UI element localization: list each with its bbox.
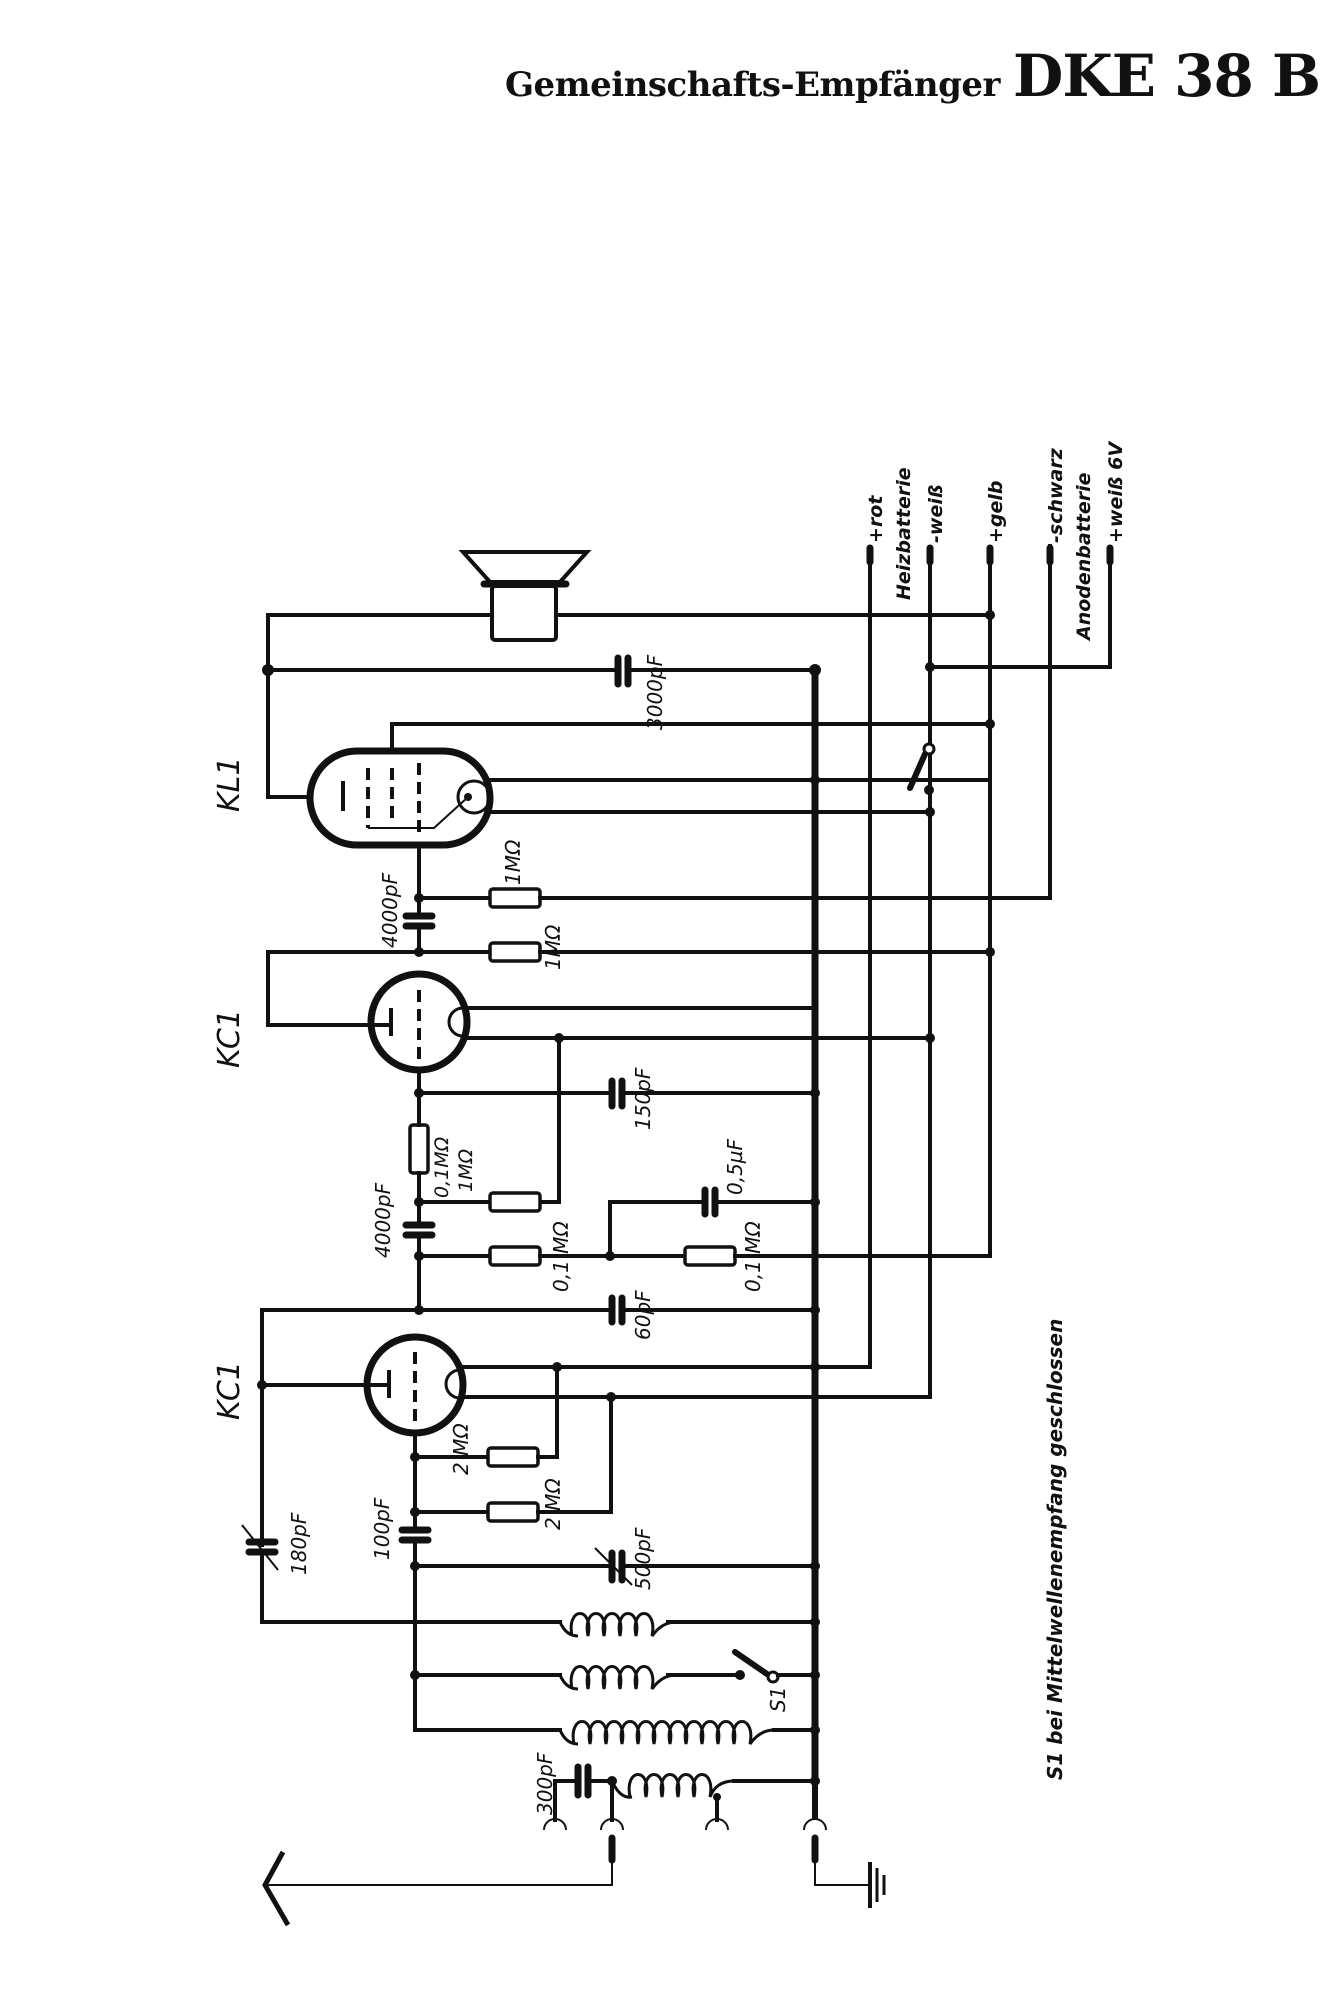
label-1mohm-b: 1MΩ <box>541 924 565 970</box>
tube-kl1 <box>306 747 494 849</box>
resistor-1mohm-kc1b <box>488 941 542 963</box>
title-subtitle: Gemeinschafts-Empfänger <box>505 65 1000 105</box>
label-500pf: 500pF <box>631 1527 655 1590</box>
label-0-5uf: 0,5µF <box>723 1138 747 1195</box>
document-title: Gemeinschafts-Empfänger DKE 38 B <box>505 42 1320 110</box>
label-0-1mohm-top: 0,1MΩ <box>431 1136 453 1198</box>
group-label-anodenbatterie: Anodenbatterie <box>1073 472 1095 642</box>
label-150pf: 150pF <box>631 1067 655 1130</box>
tube-label-kc1-b: KC1 <box>212 1009 247 1068</box>
resistor-1mohm-grid <box>488 1191 542 1213</box>
resistor-0-1mohm-a <box>488 1245 542 1267</box>
label-2mohm-b: 2 MΩ <box>541 1478 565 1530</box>
lead-label-rot: +rot <box>865 495 887 543</box>
wire <box>608 1200 707 1258</box>
footnote-s1: S1 bei Mittelwellenempfang geschlossen <box>1043 1319 1067 1780</box>
label-4000pf-b: 4000pF <box>371 1182 395 1258</box>
resistor-1mohm-kl1 <box>488 887 542 909</box>
switch-s1[interactable] <box>732 1649 780 1684</box>
label-3000pf: 3000pF <box>643 654 667 730</box>
lead-label-gelb: +gelb <box>985 480 1007 543</box>
label-300pf: 300pF <box>533 1752 557 1815</box>
ground-icon <box>811 1834 886 1908</box>
wire <box>538 1036 561 1204</box>
tube-kc1-stage2 <box>367 970 471 1074</box>
resistor-0-1mohm-b <box>683 1245 737 1267</box>
group-label-heizbatterie: Heizbatterie <box>893 467 915 600</box>
label-2mohm-a: 2 MΩ <box>449 1423 473 1475</box>
heater-switch[interactable] <box>907 742 936 795</box>
label-180pf: 180pF <box>287 1512 311 1575</box>
label-60pf: 60pF <box>631 1290 655 1340</box>
resistor-0-1mohm-plate <box>408 1123 430 1175</box>
loudspeaker-icon <box>458 550 592 642</box>
wire <box>536 1395 613 1514</box>
lead-label-schwarz: -schwarz <box>1045 447 1067 543</box>
lead-label-weiss-minus: -weiß <box>925 484 947 543</box>
wire <box>266 613 494 672</box>
socket-icons <box>543 1781 827 1831</box>
wire <box>260 1550 562 1624</box>
tube-label-kc1-a: KC1 <box>212 1361 247 1420</box>
label-1mohm-a: 1MΩ <box>501 839 525 885</box>
inductor-coil-1 <box>558 1612 677 1638</box>
inductor-antenna-coil <box>610 1773 735 1799</box>
antenna-icon <box>262 1834 616 1927</box>
wire <box>553 1779 580 1822</box>
resistor-2mohm-b <box>486 1501 540 1523</box>
label-s1: S1 <box>766 1687 790 1712</box>
label-0-1mohm-b: 0,1 MΩ <box>741 1221 765 1292</box>
wire <box>266 950 492 1027</box>
wire <box>536 1365 559 1459</box>
title-model: DKE 38 B <box>1013 42 1320 110</box>
inductor-coil-2 <box>558 1665 677 1691</box>
label-100pf: 100pF <box>370 1497 394 1560</box>
lead-label-weiss-6v: +weiß 6V <box>1105 441 1127 543</box>
wire <box>733 613 992 1258</box>
wire <box>413 1564 562 1732</box>
inductor-coil-3 <box>558 1720 775 1746</box>
resistor-2mohm-a <box>486 1446 540 1468</box>
label-0-1mohm-a: 0,1 MΩ <box>549 1221 573 1292</box>
tube-label-kl1: KL1 <box>212 757 247 812</box>
label-1mohm-c: 1MΩ <box>455 1149 477 1192</box>
label-4000pf-a: 4000pF <box>378 872 402 948</box>
